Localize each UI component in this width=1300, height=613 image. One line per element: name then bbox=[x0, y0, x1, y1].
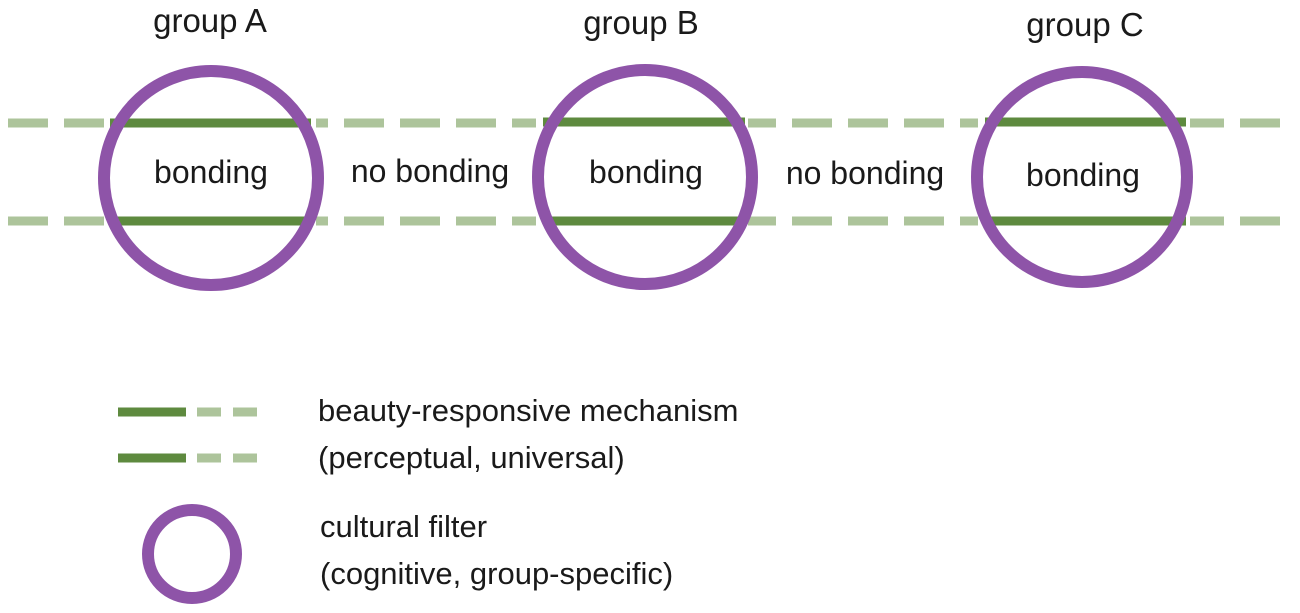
group-c: group C bonding bbox=[971, 6, 1193, 288]
group-title: group A bbox=[153, 2, 267, 39]
cultural-filter-circle bbox=[98, 65, 324, 291]
bonding-label: bonding bbox=[1026, 157, 1140, 193]
group-title: group B bbox=[583, 4, 699, 41]
cultural-filter-circle bbox=[971, 66, 1193, 288]
bonding-label: bonding bbox=[154, 154, 268, 190]
legend-filter-circle bbox=[142, 504, 242, 604]
group-b: group B bonding bbox=[532, 4, 758, 290]
cultural-filter-circle bbox=[532, 64, 758, 290]
legend-filter-subtitle: (cognitive, group-specific) bbox=[320, 556, 673, 591]
no-bonding-label: no bonding bbox=[786, 155, 944, 191]
group-a: group A bonding bbox=[98, 2, 324, 291]
legend-filter-title: cultural filter bbox=[320, 509, 487, 544]
bonding-label: bonding bbox=[589, 154, 703, 190]
legend-mechanism-title: beauty-responsive mechanism bbox=[318, 393, 738, 428]
legend: beauty-responsive mechanism (perceptual,… bbox=[118, 393, 738, 604]
legend-mechanism-subtitle: (perceptual, universal) bbox=[318, 440, 625, 475]
no-bonding-label: no bonding bbox=[351, 153, 509, 189]
group-title: group C bbox=[1026, 6, 1143, 43]
